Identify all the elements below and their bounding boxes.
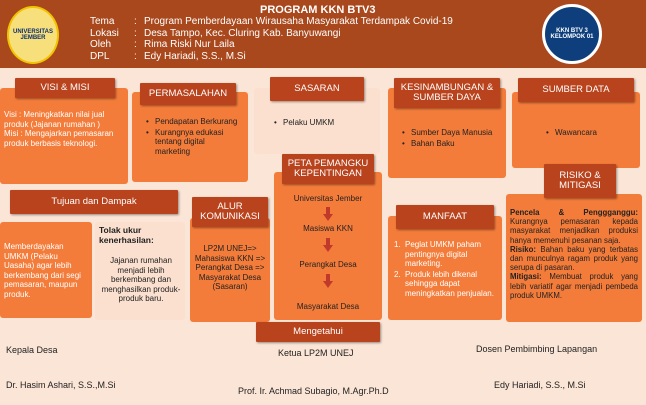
kepala-desa-name: Dr. Hasim Ashari, S.S.,M.Si [6, 380, 116, 390]
tolak-ukur-box: Tolak ukur kenerhasilan: Jajanan rumahan… [95, 222, 185, 320]
dosen-label: Dosen Pembimbing Lapangan [476, 344, 598, 354]
misi-text: Misi : Mengajarkan pemasaran produk berb… [4, 129, 114, 148]
program-info: Tema:Program Pemberdayaan Wirausaha Masy… [90, 16, 453, 62]
dosen-name: Edy Hariadi, S.S., M.Si [494, 380, 586, 390]
risiko-mitigasi: Mitigasi: Membuat produk yang lebih vari… [510, 272, 638, 300]
peta-item: Perangkat Desa [299, 260, 357, 269]
info-row-dpl: DPL:Edy Hariadi, S.S., M.Si [90, 50, 246, 62]
peta-box: Universitas Jember Masiswa KKN Perangkat… [274, 172, 382, 320]
manfaat-header: MANFAAT [396, 205, 494, 229]
info-row-lokasi: Lokasi:Desa Tampo, Kec. Cluring Kab. Ban… [90, 27, 341, 39]
manfaat-box: 1.Peglat UMKM paham pentingnya digital m… [388, 216, 502, 320]
down-arrow-icon [323, 274, 333, 288]
manfaat-item: 1.Peglat UMKM paham pentingnya digital m… [394, 240, 482, 268]
sasaran-item: Pelaku UMKM [274, 118, 334, 128]
manfaat-item: 2.Produk lebih dikenal sehingga dapat me… [394, 269, 494, 298]
page-title: PROGRAM KKN BTV3 [260, 4, 376, 16]
info-row-oleh: Oleh:Rima Riski Nur Laila [90, 39, 235, 50]
kkn-logo: KKN BTV 3 KELOMPOK 01 [542, 4, 602, 64]
peta-item: Masyarakat Desa [296, 302, 360, 311]
ketua-label: Ketua LP2M UNEJ [278, 348, 354, 358]
peta-item: Universitas Jember [293, 194, 363, 203]
tujuan-box: Memberdayakan UMKM (Pelaku Uasaha) agar … [0, 222, 92, 318]
info-row-tema: Tema:Program Pemberdayaan Wirausaha Masy… [90, 16, 453, 27]
tujuan-text: Memberdayakan UMKM (Pelaku Uasaha) agar … [4, 242, 81, 299]
down-arrow-icon [323, 207, 333, 221]
ketua-name: Prof. Ir. Achmad Subagio, M.Agr.Ph.D [238, 386, 389, 396]
permasalahan-item: Pendapatan Berkurang [146, 117, 242, 127]
mengetahui-header: Mengetahui [256, 322, 380, 342]
visi-misi-box: Visi : Meningkatkan nilai jual produk (J… [0, 88, 128, 184]
header-banner: UNIVERSITAS JEMBER PROGRAM KKN BTV3 Tema… [0, 0, 646, 68]
sumber-data-item: Wawancara [546, 128, 597, 138]
sumber-data-box: Wawancara [512, 92, 640, 168]
alur-header: ALUR KOMUNIKASI [192, 197, 268, 227]
peta-header: PETA PEMANGKU KEPENTINGAN [282, 154, 374, 184]
kesinambungan-item: Bahan Baku [402, 139, 502, 149]
risiko-risiko: Risiko: Bahan baku yang terbatas dan mun… [510, 244, 639, 273]
university-logo: UNIVERSITAS JEMBER [7, 6, 59, 64]
alur-text: LP2M UNEJ=> Mahasiswa KKN => Perangkat D… [194, 244, 266, 291]
alur-box: LP2M UNEJ=> Mahasiswa KKN => Perangkat D… [190, 218, 270, 322]
kepala-desa-label: Kepala Desa [6, 345, 58, 355]
tujuan-header: Tujuan dan Dampak [10, 190, 178, 214]
down-arrow-icon [323, 238, 333, 252]
kesinambungan-header: KESINAMBUNGAN & SUMBER DAYA [394, 78, 500, 108]
permasalahan-header: PERMASALAHAN [140, 83, 236, 105]
tolak-ukur-text: Jajanan rumahan menjadi lebih berkembang… [101, 256, 181, 303]
visi-misi-header: VISI & MISI [15, 78, 115, 98]
kesinambungan-item: Sumber Daya Manusia [402, 128, 502, 138]
visi-text: Visi : Meningkatkan nilai jual produk (J… [4, 110, 105, 129]
risiko-box: Pencela & Penggganggu: Kurangnya pemasar… [506, 194, 642, 322]
risiko-header: RISIKO & MITIGASI [544, 164, 616, 198]
permasalahan-item: Kurangnya edukasi tentang digital market… [146, 128, 242, 157]
permasalahan-box: Pendapatan Berkurang Kurangnya edukasi t… [132, 92, 248, 182]
sasaran-header: SASARAN [270, 77, 364, 101]
tolak-ukur-title: Tolak ukur kenerhasilan: [99, 225, 154, 245]
sumber-data-header: SUMBER DATA [518, 78, 634, 102]
risiko-penghambat: Pencela & Penggganggu: Kurangnya pemasar… [510, 208, 638, 245]
peta-item: Masiswa KKN [303, 224, 353, 233]
